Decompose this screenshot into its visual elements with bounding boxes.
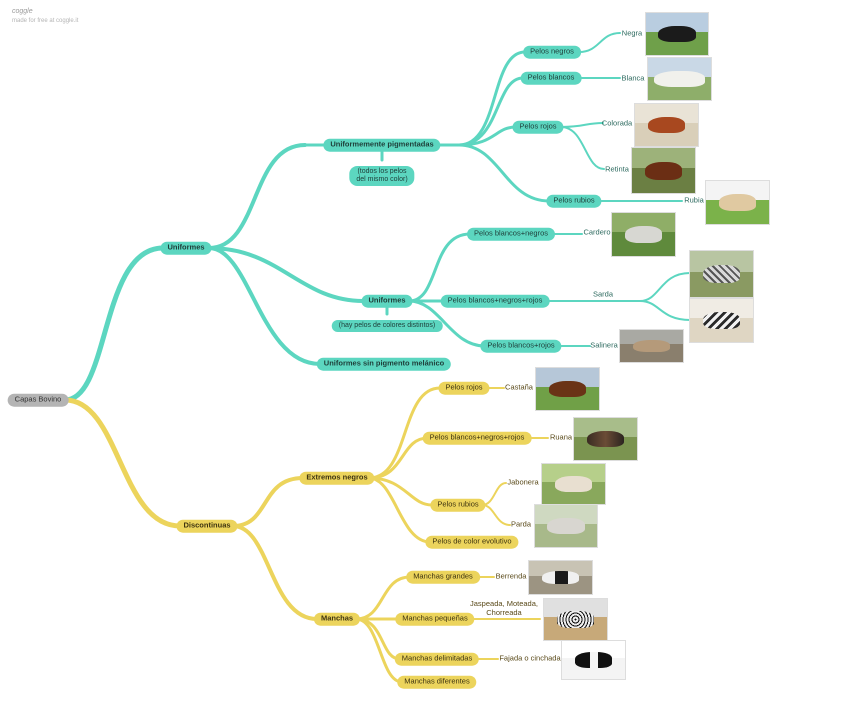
node-pelos-blancos-negros[interactable]: Pelos blancos+negros — [467, 228, 555, 241]
photo-bull-negra — [645, 12, 709, 56]
node-extremos-pelos-rojos[interactable]: Pelos rojos — [438, 382, 489, 395]
photo-bull-ruana — [573, 417, 638, 461]
photo-bull-retinta — [631, 147, 696, 194]
leaf-rubia[interactable]: Rubia — [684, 196, 704, 205]
node-extremos-negros[interactable]: Extremos negros — [299, 472, 374, 485]
photo-bull-jaspeada — [543, 598, 608, 641]
node-pelos-rubios[interactable]: Pelos rubios — [546, 195, 601, 208]
leaf-sarda[interactable]: Sarda — [593, 290, 613, 299]
node-pelos-blancos[interactable]: Pelos blancos — [521, 72, 582, 85]
leaf-cardero[interactable]: Cardero — [583, 228, 610, 237]
node-uniformemente-pigmentadas[interactable]: Uniformemente pigmentadas — [323, 139, 440, 152]
node-uniformes-mixed[interactable]: Uniformes — [361, 295, 412, 308]
photo-bull-berrenda — [528, 560, 593, 595]
photo-bull-fajada — [561, 640, 626, 680]
leaf-salinera[interactable]: Salinera — [590, 341, 618, 350]
leaf-parda[interactable]: Parda — [511, 520, 531, 529]
leaf-jaspeada[interactable]: Jaspeada, Moteada, Chorreada — [470, 599, 538, 617]
leaf-fajada[interactable]: Fajada o cinchada — [499, 654, 560, 663]
photo-bull-sarda-2 — [689, 298, 754, 343]
node-extremos-pelos-bnr[interactable]: Pelos blancos+negros+rojos — [423, 432, 532, 445]
node-pelos-color-evolutivo[interactable]: Pelos de color evolutivo — [425, 536, 518, 549]
leaf-retinta[interactable]: Retinta — [605, 165, 629, 174]
node-manchas-pequenas[interactable]: Manchas pequeñas — [395, 613, 474, 626]
node-manchas[interactable]: Manchas — [314, 613, 360, 626]
leaf-castana[interactable]: Castaña — [505, 383, 533, 392]
node-pelos-negros[interactable]: Pelos negros — [523, 46, 581, 59]
photo-bull-cardero — [611, 212, 676, 257]
coggle-logo: coggle — [12, 8, 33, 15]
leaf-colorada[interactable]: Colorada — [602, 119, 632, 128]
leaf-ruana[interactable]: Ruana — [550, 433, 572, 442]
leaf-blanca[interactable]: Blanca — [622, 74, 645, 83]
node-manchas-diferentes[interactable]: Manchas diferentes — [397, 676, 476, 689]
leaf-jabonera[interactable]: Jabonera — [507, 478, 538, 487]
photo-bull-castana — [535, 367, 600, 411]
node-pelos-bnr[interactable]: Pelos blancos+negros+rojos — [441, 295, 550, 308]
photo-bull-parda — [534, 504, 598, 548]
photo-bull-rubia — [705, 180, 770, 225]
leaf-negra[interactable]: Negra — [622, 29, 642, 38]
node-sin-pigmento[interactable]: Uniformes sin pigmento melánico — [317, 358, 451, 371]
photo-bull-jabonera — [541, 463, 606, 505]
photo-bull-colorada — [634, 103, 699, 147]
node-pelos-rojos[interactable]: Pelos rojos — [512, 121, 563, 134]
photo-bull-salinera — [619, 329, 684, 363]
root-node[interactable]: Capas Bovino — [8, 394, 69, 407]
node-extremos-pelos-rubios[interactable]: Pelos rubios — [430, 499, 485, 512]
node-discontinuas[interactable]: Discontinuas — [176, 520, 237, 533]
photo-bull-blanca — [647, 57, 712, 101]
node-manchas-delimitadas[interactable]: Manchas delimitadas — [395, 653, 479, 666]
leaf-berrenda[interactable]: Berrenda — [496, 572, 527, 581]
node-pelos-blancos-rojos[interactable]: Pelos blancos+rojos — [480, 340, 561, 353]
note-pelos-distintos[interactable]: (hay pelos de colores distintos) — [332, 320, 443, 332]
note-todos-pelos[interactable]: (todos los pelos del mismo color) — [349, 166, 414, 186]
node-uniformes[interactable]: Uniformes — [160, 242, 211, 255]
photo-bull-sarda-1 — [689, 250, 754, 298]
coggle-tagline: made for free at coggle.it — [12, 18, 78, 24]
node-manchas-grandes[interactable]: Manchas grandes — [406, 571, 480, 584]
